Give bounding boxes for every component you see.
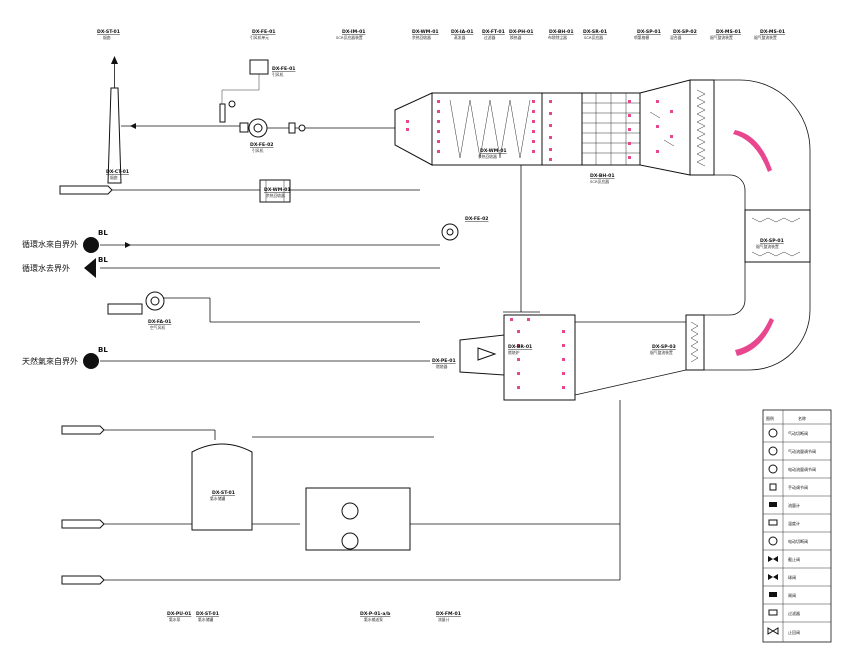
legend-item-1: 气动流量调节阀 — [788, 448, 816, 454]
wm-tag: DX-WM-01 — [480, 148, 507, 154]
bottom-desc-3: 流量计 — [438, 617, 450, 622]
chimney-desc: 烟囱 — [110, 175, 118, 180]
fan-02-tag: DX-FE-02 — [250, 142, 273, 148]
natural-gas-label: 天然氣來自界外 — [22, 356, 78, 366]
top-desc-12: 烟气整流装置 — [754, 35, 777, 40]
legend-item-3: 手动调节阀 — [788, 484, 808, 490]
top-desc-10: 混合器 — [670, 35, 682, 40]
cw-in-label: 循環水來自界外 — [22, 239, 78, 249]
legend-item-11: 止回阀 — [788, 629, 800, 635]
bottom-desc-0: 氨水泵 — [169, 617, 181, 622]
ammonia-system: DX-ST-01 氨水储罐 — [61, 400, 621, 585]
legend-item-9: 闸阀 — [788, 592, 796, 598]
legend-item-4: 流量计 — [788, 502, 800, 508]
top-tag-2: DX-IM-01 — [342, 29, 365, 35]
top-desc-5: 过滤器 — [484, 35, 496, 40]
chimney-tag: DX-CT-01 — [106, 169, 129, 175]
top-desc-11: 烟气整流装置 — [710, 35, 733, 40]
legend-symbols — [767, 428, 779, 635]
bottom-tag-3: DX-FM-01 — [436, 611, 461, 617]
top-desc-1: 引风机单元 — [250, 35, 269, 40]
legend-item-6: 电动切断阀 — [788, 538, 808, 544]
air-fan-desc: 空气风机 — [150, 325, 165, 330]
riser-desc: 烟气整流装置 — [756, 244, 779, 249]
top-desc-3: 余热回收器 — [412, 35, 431, 40]
bh-tag: DX-BH-01 — [590, 173, 615, 179]
bottom-tag-1: DX-ST-01 — [196, 611, 219, 617]
left-inlets: DX-WM-01 余热回收器 BL 循環水來自界外 BL 循環水去界外 DX-F… — [22, 179, 488, 369]
bh-desc: SCR反应器 — [590, 179, 609, 184]
cw-out-label: 循環水去界外 — [22, 263, 70, 273]
induced-fan-group: DX-FE-01 引风机 DX-FE-02 引风机 — [219, 59, 395, 153]
riser-straightener — [751, 217, 801, 257]
injection-dots — [649, 100, 675, 153]
top-tag-3: DX-WM-01 — [412, 29, 439, 35]
top-tag-0: DX-ST-01 — [97, 29, 120, 35]
top-tag-4: DX-IA-01 — [451, 29, 473, 35]
top-desc-6: 换热器 — [510, 35, 522, 40]
legend-item-10: 过滤器 — [788, 610, 800, 616]
main-duct: DX-SP-01 烟气整流装置 DX-SP-03 烟气整流装置 DX-BR-01 — [394, 79, 811, 401]
fan-01-tag: DX-FE-01 — [272, 66, 295, 72]
bl-label-2: BL — [98, 256, 108, 264]
bl-label-1: BL — [98, 229, 108, 237]
bottom-tag-0: DX-PU-01 — [167, 611, 191, 617]
top-desc-2: SCR反应器装置 — [336, 35, 363, 40]
heat-recovery-dots — [406, 100, 535, 153]
bottom-tag-row: DX-PU-01 氨水泵 DX-ST-01 氨水储罐 DX-P-01-a/b 氨… — [167, 611, 461, 622]
top-tag-9: DX-SP-01 — [637, 29, 661, 35]
top-tag-10: DX-SP-02 — [673, 29, 697, 35]
burner-desc: 燃烧器 — [436, 364, 448, 369]
furnace-dots — [517, 330, 565, 389]
tank-desc: 氨水储罐 — [210, 496, 225, 501]
tank-tag: DX-ST-01 — [212, 490, 235, 496]
fan-02-desc: 引风机 — [252, 148, 264, 153]
top-tag-5: DX-FT-01 — [482, 29, 505, 35]
top-desc-8: SCR反应器 — [584, 35, 603, 40]
burner-tag: DX-PE-01 — [432, 358, 456, 364]
bottom-desc-1: 氨水储罐 — [198, 617, 213, 622]
legend-item-0: 气动切断阀 — [788, 430, 808, 436]
straightener-zigzag — [696, 89, 706, 167]
top-desc-4: 蒸发器 — [454, 35, 466, 40]
wm-desc: 余热回收器 — [478, 154, 497, 159]
riser-tag: DX-SP-01 — [760, 238, 784, 244]
chimney: DX-CT-01 烟囱 — [106, 56, 129, 184]
top-tag-1: DX-FE-01 — [252, 29, 275, 35]
top-tag-row: DX-ST-01 烟囱 DX-FE-01 引风机单元 DX-IM-01 SCR反… — [97, 29, 785, 40]
legend-header-name: 名称 — [798, 415, 806, 421]
top-desc-9: 喷氨格栅 — [634, 35, 649, 40]
bag-filter-dots — [549, 100, 552, 161]
cw-pump-tag: DX-FE-02 — [465, 216, 488, 222]
top-desc-0: 烟囱 — [103, 35, 111, 40]
lower-duct-tag: DX-SP-03 — [652, 344, 676, 350]
top-tag-8: DX-SR-01 — [583, 29, 607, 35]
legend-item-2: 电动流量调节阀 — [788, 466, 816, 472]
legend-table: 图例 名称 气动切断阀 气动流量调节阀 电动流量调节阀 手动调节阀 流量计 温度… — [762, 409, 832, 643]
lower-duct-desc: 烟气整流装置 — [650, 350, 673, 355]
hx-desc: 余热回收器 — [266, 193, 285, 198]
hx-tag: DX-WM-01 — [264, 187, 291, 193]
bl-label-3: BL — [98, 346, 108, 354]
air-fan-tag: DX-FA-01 — [148, 319, 171, 325]
legend-item-5: 温度计 — [788, 520, 800, 526]
furnace-desc: 燃烧炉 — [508, 350, 520, 355]
scr-catalyst-grid — [582, 93, 640, 165]
bottom-desc-2: 氨水输送泵 — [364, 617, 383, 622]
top-tag-11: DX-MS-01 — [716, 29, 741, 35]
fan-01-desc: 引风机 — [272, 72, 284, 77]
top-desc-7: 布袋除尘器 — [548, 35, 567, 40]
top-tag-12: DX-MS-01 — [760, 29, 785, 35]
bottom-tag-2: DX-P-01-a/b — [360, 611, 391, 617]
legend-item-8: 球阀 — [788, 574, 796, 580]
legend-item-7: 截止阀 — [788, 556, 800, 562]
top-tag-6: DX-PH-01 — [509, 29, 533, 35]
top-tag-7: DX-BH-01 — [549, 29, 574, 35]
furnace-tag: DX-BR-01 — [508, 344, 532, 350]
legend-header-symbol: 图例 — [766, 415, 774, 421]
